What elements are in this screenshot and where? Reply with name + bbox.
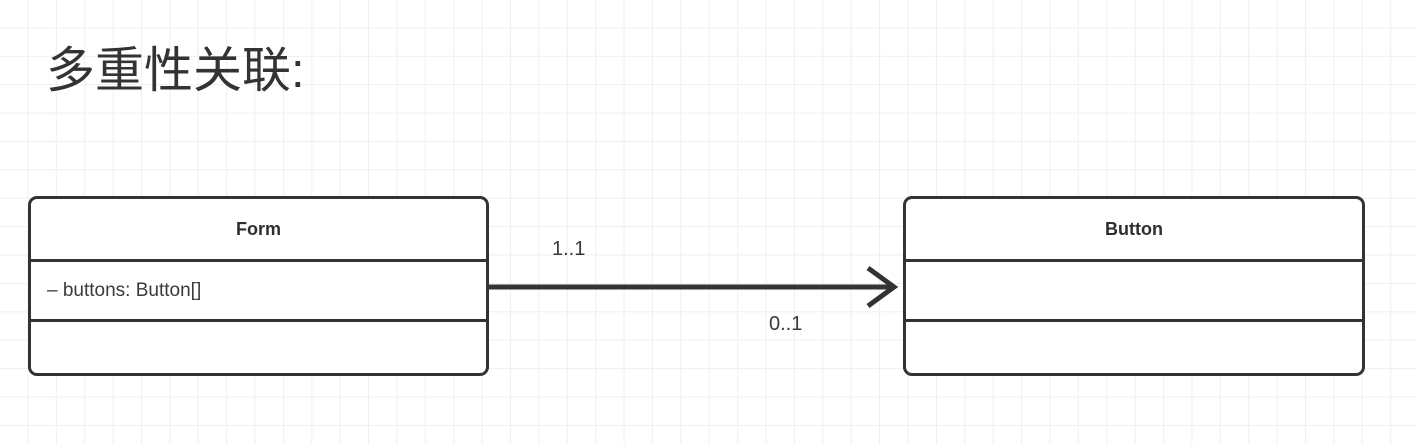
source-multiplicity-label: 1..1	[552, 238, 586, 260]
target-multiplicity-label: 0..1	[769, 313, 803, 335]
class-form-operations-compartment	[31, 319, 486, 373]
class-button-name: Button	[1105, 218, 1163, 239]
uml-class-button[interactable]: Button	[903, 196, 1365, 376]
class-button-name-compartment: Button	[906, 199, 1362, 259]
class-form-name-compartment: Form	[31, 199, 486, 259]
association-arrowhead-icon	[866, 265, 899, 309]
class-button-attributes-compartment	[906, 259, 1362, 319]
class-button-operations-compartment	[906, 319, 1362, 373]
class-form-attribute-0: – buttons: Button[]	[47, 279, 202, 301]
class-form-name: Form	[236, 218, 281, 239]
page-title: 多重性关联:	[46, 44, 305, 98]
class-form-attributes-compartment: – buttons: Button[]	[31, 259, 486, 319]
uml-class-form[interactable]: Form – buttons: Button[]	[28, 196, 489, 376]
